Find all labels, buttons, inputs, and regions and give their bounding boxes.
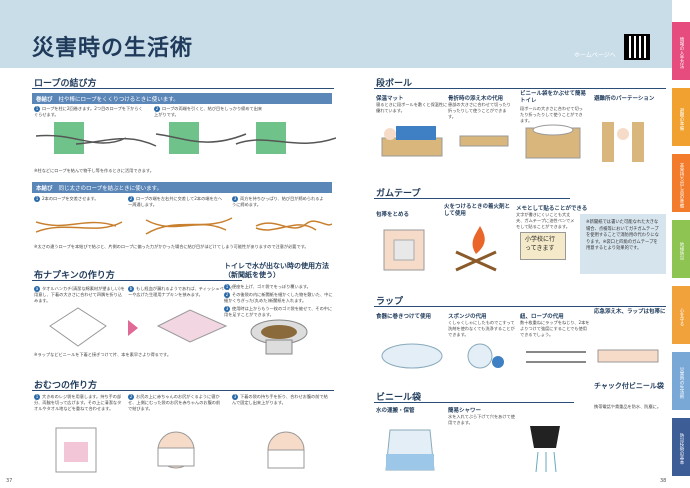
tape-item-desc: 文字が書きにくいことも大丈夫、ガムテープに油性ペンでメモして貼ることができます。 — [516, 212, 575, 229]
bar-makimusubi: 巻結び柱や棒にロープをくくりつけるときに使います。 — [32, 93, 332, 104]
divider — [374, 198, 570, 199]
divider — [374, 402, 574, 403]
rope-heading: ロープの結び方 — [34, 79, 97, 89]
vinyl-item-title: 水の運搬・保管 — [376, 408, 415, 414]
ziplock-heading: チャック付ビニール袋 — [594, 382, 664, 390]
wrap-item-title: 食器に巻きつけて使用 — [376, 314, 432, 320]
pole-illustration — [256, 122, 286, 154]
napkin-illustration — [49, 307, 228, 347]
card-item-title: 避難所のパーテーション — [594, 96, 655, 102]
side-tab[interactable]: 避難の準備 — [672, 88, 690, 146]
tape-item-title: メモとして貼ることができる — [516, 206, 588, 212]
tape-item-title: 火をつけるときの着火剤として使用 — [444, 204, 511, 217]
tape-item-title: 包帯をとめる — [376, 212, 410, 218]
wrap-item-title: スポンジの代用 — [448, 314, 487, 320]
vinyl-item-title: 簡易シャワー — [448, 408, 482, 414]
divider — [32, 280, 242, 281]
divider — [374, 306, 666, 307]
divider — [374, 88, 666, 89]
wrap-item-title: 応急添え木、ラップは包帯に — [594, 309, 666, 315]
rope-illustration — [36, 133, 336, 147]
wrap-illustrations — [381, 343, 659, 369]
cardboard-illustrations — [381, 122, 644, 162]
tape-note: ※新聞紙では書いた可能なれた大きな場合、点検等においてガチガムテープを使用するこ… — [580, 214, 666, 274]
side-tab-strip: 情報の入手方法避難の準備非常持ち出し品の準備地域防災心を守る災害時の生活術防災技… — [672, 22, 690, 488]
card-item-title: 保温マット — [376, 96, 404, 102]
card-item-desc: 段ボールの大きさに合わせて切ったり折ったりして使うことができます。 — [520, 106, 583, 123]
side-tab[interactable]: 心を守る — [672, 286, 690, 344]
vinyl-heading: ビニール袋 — [376, 393, 422, 403]
header-band — [0, 0, 672, 68]
tape-illustrations — [383, 226, 497, 272]
side-tab[interactable]: 災害時の生活術 — [672, 352, 690, 410]
ziplock-desc: 携帯電話や貴重品を防水、防塵に。 — [594, 404, 662, 409]
page-number-left: 37 — [6, 478, 13, 484]
diaper-illustration — [55, 427, 305, 473]
wrap-item-desc: くしゃくしゃにしたものでこすって洗剤を使わなくても洗浄することができます。 — [448, 320, 515, 337]
toilet-illustration — [250, 319, 308, 355]
card-item-desc: 寝るときに段ボールを敷くと保温性に優れています。 — [376, 102, 448, 113]
rope-note1: ※柱などにロープを結んで物干し等を作るときに活用できます。 — [34, 168, 154, 173]
card-item-desc: 患部の大きさに合わせて切ったり折ったりして使うことができます。 — [448, 102, 511, 119]
side-tab[interactable]: 非常持ち出し品の準備 — [672, 154, 690, 212]
rope-note2: ※太さの違うロープを本結びで結ぶと、片側のロープに偏った力がかかった場合に結び目… — [34, 244, 309, 249]
wrap-item-desc: 数十枚重ねにラップをねじり、2本をよりつけて強度にすることでも使用できるでしょう… — [520, 320, 590, 337]
cardboard-heading: 段ボール — [376, 79, 413, 89]
vinyl-item-desc: 水を入れてぶら下げて穴をあけて使用できます。 — [448, 414, 515, 425]
divider — [32, 88, 334, 89]
side-tab[interactable]: 地域防災 — [672, 220, 690, 278]
vinyl-illustrations — [385, 426, 560, 473]
homepage-link[interactable]: ホームページへ — [574, 52, 616, 59]
knot-illustration — [36, 217, 332, 235]
side-tab[interactable]: 情報の入手方法 — [672, 22, 690, 80]
tape-memo-sign: 小学校に行ってきます — [520, 232, 566, 260]
toilet-heading: トイレで水が出ない時の使用方法（新聞紙を使う） — [224, 262, 329, 279]
bar-honmusubi: 本結び同じ太さのロープを結ぶときに使います。 — [32, 182, 332, 193]
wrap-item-title: 紐、ロープの代用 — [520, 314, 564, 320]
tape-heading: ガムテープ — [376, 189, 421, 199]
side-tab[interactable]: 防災技術の基本 — [672, 418, 690, 476]
page-title: 災害時の生活術 — [32, 36, 194, 61]
page-number-right: 38 — [660, 478, 667, 484]
napkin-heading: 布ナプキンの作り方 — [34, 271, 115, 281]
divider — [32, 390, 334, 391]
card-item-title: 骨折時の添え木の代用 — [448, 96, 504, 102]
card-item-title: ビニール袋をかぶせて簡易トイレ — [520, 91, 587, 104]
diaper-heading: おむつの作り方 — [34, 381, 98, 391]
wrap-heading: ラップ — [376, 297, 404, 307]
qr-code-icon[interactable] — [624, 34, 650, 60]
napkin-note: ※ラップなどビニールを下着と接ぎつけて片、本を素早さより得るです。 — [34, 352, 172, 357]
